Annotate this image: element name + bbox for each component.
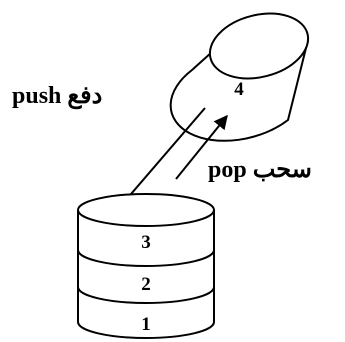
- stack-divider-2: [77, 286, 215, 304]
- popped-disk-top: [208, 12, 310, 80]
- stack-item-3: 3: [141, 232, 151, 253]
- pop-label: سحب pop: [208, 157, 312, 183]
- stack: 3 2 1: [77, 193, 215, 339]
- popped-disk: 4: [169, 12, 310, 142]
- pop-arrow: [175, 114, 228, 180]
- stack-item-1: 1: [141, 314, 151, 335]
- stack-divider-1: [77, 249, 215, 267]
- push-arrow: [118, 107, 206, 210]
- popped-item-label: 4: [234, 79, 244, 100]
- stack-top: [77, 193, 215, 227]
- push-label: دفع push: [12, 83, 102, 110]
- stack-item-2: 2: [141, 274, 151, 295]
- stack-body: [77, 210, 215, 339]
